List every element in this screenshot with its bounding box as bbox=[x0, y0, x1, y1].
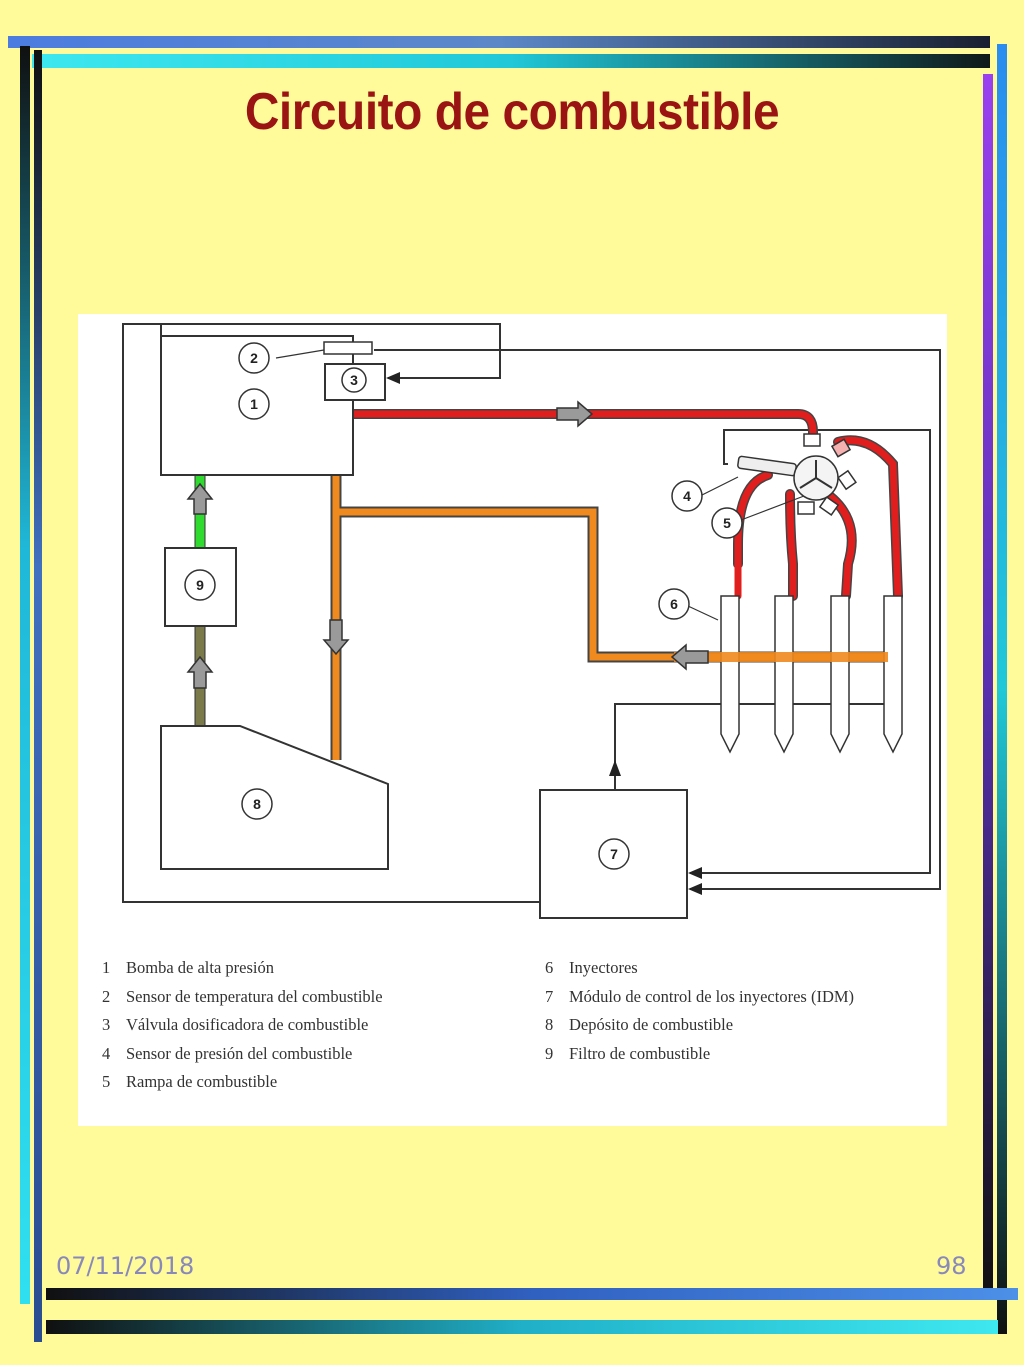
legend-left: 1 Bomba de alta presión 2 Sensor de temper… bbox=[102, 954, 383, 1097]
frame-bar-bottom-inner bbox=[46, 1320, 998, 1334]
callout-circle-3 bbox=[341, 367, 367, 393]
callout-5: 5 bbox=[723, 515, 731, 531]
rail-to-injector-1 bbox=[734, 471, 772, 600]
callout-circle-8 bbox=[241, 788, 273, 820]
callout-circle-4 bbox=[671, 480, 703, 512]
legend-right: 6 Inyectores 7 Módulo de control de los in… bbox=[545, 954, 854, 1068]
callout-circle-2 bbox=[238, 342, 270, 374]
legend-number: 8 bbox=[545, 1015, 554, 1035]
legend-item: 9 Filtro de combustible bbox=[545, 1040, 854, 1069]
callout-7: 7 bbox=[610, 846, 618, 862]
legend-number: 9 bbox=[545, 1043, 554, 1063]
frame-bar-left-outer bbox=[20, 46, 30, 1304]
legend-item: 5 Rampa de combustible bbox=[102, 1068, 383, 1097]
legend-item: 3 Válvula dosificadora de combustible bbox=[102, 1011, 383, 1040]
legend-label: Filtro de combustible bbox=[569, 1043, 711, 1063]
frame-bar-top-outer bbox=[8, 36, 990, 48]
legend-number: 4 bbox=[102, 1043, 111, 1063]
flow-arrow-return bbox=[670, 643, 709, 671]
callout-circle-9 bbox=[184, 569, 216, 601]
legend-label: Módulo de control de los inyectores (IDM… bbox=[569, 986, 855, 1006]
flow-arrow-down bbox=[322, 619, 350, 656]
legend-label: Sensor de presión del combustible bbox=[126, 1043, 353, 1063]
legend-item: 4 Sensor de presión del combustible bbox=[102, 1040, 383, 1069]
legend-label: Válvula dosificadora de combustible bbox=[126, 1015, 369, 1035]
wire-temp-sensor bbox=[374, 349, 941, 890]
wire-idm-to-pump bbox=[122, 323, 161, 475]
callout-8: 8 bbox=[253, 796, 261, 812]
legend-number: 3 bbox=[102, 1015, 111, 1035]
tank-box bbox=[160, 725, 389, 870]
frame-bar-right-inner bbox=[983, 74, 993, 1298]
wire-arrow-valve bbox=[386, 372, 400, 384]
legend-item: 8 Depósito de combustible bbox=[545, 1011, 854, 1040]
legend-number: 7 bbox=[545, 986, 554, 1006]
wire-bottom-loop bbox=[122, 475, 540, 903]
slide-title: Circuito de combustible bbox=[244, 83, 780, 141]
callout-circle-6 bbox=[658, 588, 690, 620]
flow-arrow-pressure bbox=[556, 400, 594, 428]
frame-bar-top-inner bbox=[32, 54, 990, 68]
legend-label: Inyectores bbox=[569, 958, 638, 977]
callout-circle-7 bbox=[598, 838, 630, 870]
wire-idm-injectors bbox=[614, 703, 896, 789]
injector-2 bbox=[774, 595, 794, 754]
injector-4 bbox=[883, 595, 903, 754]
legend-number: 2 bbox=[102, 986, 111, 1006]
rail-to-injector-2 bbox=[786, 490, 797, 600]
temp-sensor bbox=[323, 341, 373, 355]
callout-2: 2 bbox=[250, 350, 258, 366]
wire-pressure-sensor bbox=[690, 429, 931, 874]
legend-item: 1 Bomba de alta presión bbox=[102, 954, 383, 983]
injector-3 bbox=[830, 595, 850, 754]
legend-label: Rampa de combustible bbox=[126, 1072, 278, 1092]
fuel-circuit-diagram: 1 2 3 4 5 6 7 8 9 bbox=[122, 323, 941, 919]
wire-arrow-injectors bbox=[609, 760, 621, 776]
callout-circle-1 bbox=[238, 388, 270, 420]
slide-date: 07/11/2018 bbox=[56, 1252, 195, 1280]
callout-4: 4 bbox=[683, 488, 691, 504]
slide-page-number: 98 bbox=[936, 1252, 967, 1280]
callout-6: 6 bbox=[670, 596, 678, 612]
high-pressure-line bbox=[349, 410, 817, 444]
callout-circle-5 bbox=[711, 507, 743, 539]
wire-arrow-idm-1 bbox=[688, 867, 702, 879]
legend-number: 5 bbox=[102, 1072, 111, 1092]
flow-arrow-filter-out bbox=[186, 482, 214, 515]
legend-number: 6 bbox=[545, 958, 554, 977]
frame-bar-right-outer bbox=[997, 44, 1007, 1334]
legend-label: Sensor de temperatura del combustible bbox=[126, 986, 383, 1006]
legend-item: 2 Sensor de temperatura del combustible bbox=[102, 983, 383, 1012]
flow-arrow-filter-in bbox=[186, 655, 214, 689]
legend-item: 6 Inyectores bbox=[545, 954, 854, 983]
callout-1: 1 bbox=[250, 396, 258, 412]
filter-box bbox=[164, 547, 237, 627]
frame-bar-bottom-outer bbox=[46, 1288, 1018, 1300]
frame-bar-left-inner bbox=[34, 50, 42, 1342]
callout-3: 3 bbox=[350, 372, 358, 388]
injector-1 bbox=[720, 595, 740, 754]
legend-label: Bomba de alta presión bbox=[126, 958, 275, 977]
legend-label: Depósito de combustible bbox=[569, 1015, 734, 1035]
return-line-injectors bbox=[336, 508, 888, 661]
wire-arrow-idm-2 bbox=[688, 883, 702, 895]
legend-item: 7 Módulo de control de los inyectores (ID… bbox=[545, 983, 854, 1012]
callout-9: 9 bbox=[196, 577, 204, 593]
legend-number: 1 bbox=[102, 958, 111, 977]
